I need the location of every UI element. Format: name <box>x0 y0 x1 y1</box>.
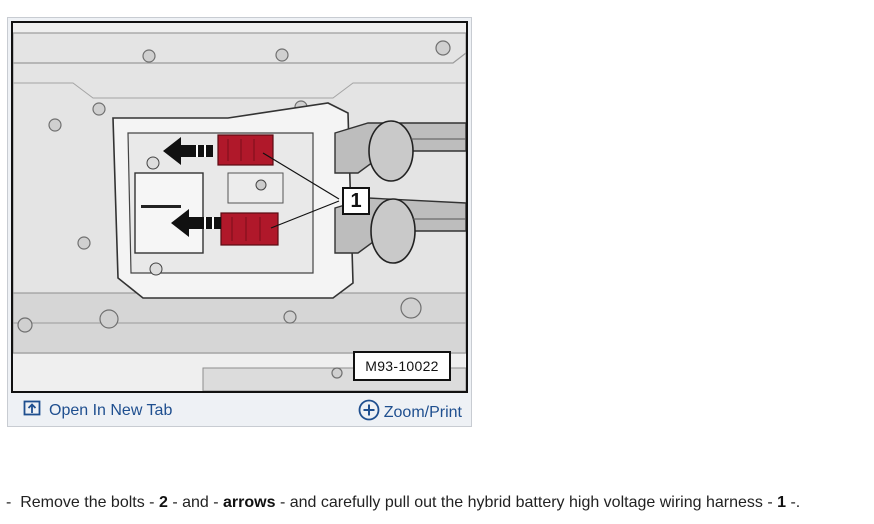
instruction-text-2: - and - <box>172 494 219 511</box>
figure-toolbar: Open In New Tab Zoom/Print <box>11 395 468 425</box>
instruction-text-3: - and carefully pull out the hybrid batt… <box>279 494 773 511</box>
open-in-new-tab-button[interactable]: Open In New Tab <box>23 399 172 422</box>
figure-card: 1 M93-10022 Open In New Tab Zoom <box>7 17 472 427</box>
instruction-text-1: Remove the bolts - <box>20 494 155 511</box>
instruction-ref-bolts: 2 <box>158 494 168 511</box>
circle-plus-icon <box>358 399 380 426</box>
illustration-drawing <box>13 23 466 391</box>
instruction-text-4: -. <box>790 494 801 511</box>
instruction-ref-arrows: arrows <box>223 494 276 511</box>
figure-id-label: M93-10022 <box>353 351 451 381</box>
technical-illustration[interactable]: 1 M93-10022 <box>11 21 468 393</box>
callout-label-1: 1 <box>342 187 370 215</box>
open-in-new-tab-label: Open In New Tab <box>49 401 173 419</box>
zoom-print-button[interactable]: Zoom/Print <box>358 399 462 426</box>
open-in-new-tab-icon <box>23 399 41 422</box>
removal-arrows <box>163 137 221 237</box>
step-bullet: - <box>6 494 12 511</box>
zoom-print-label: Zoom/Print <box>383 403 462 421</box>
instruction-ref-harness: 1 <box>777 494 787 511</box>
instruction-step: - Remove the bolts - 2 - and - arrows - … <box>6 494 872 512</box>
